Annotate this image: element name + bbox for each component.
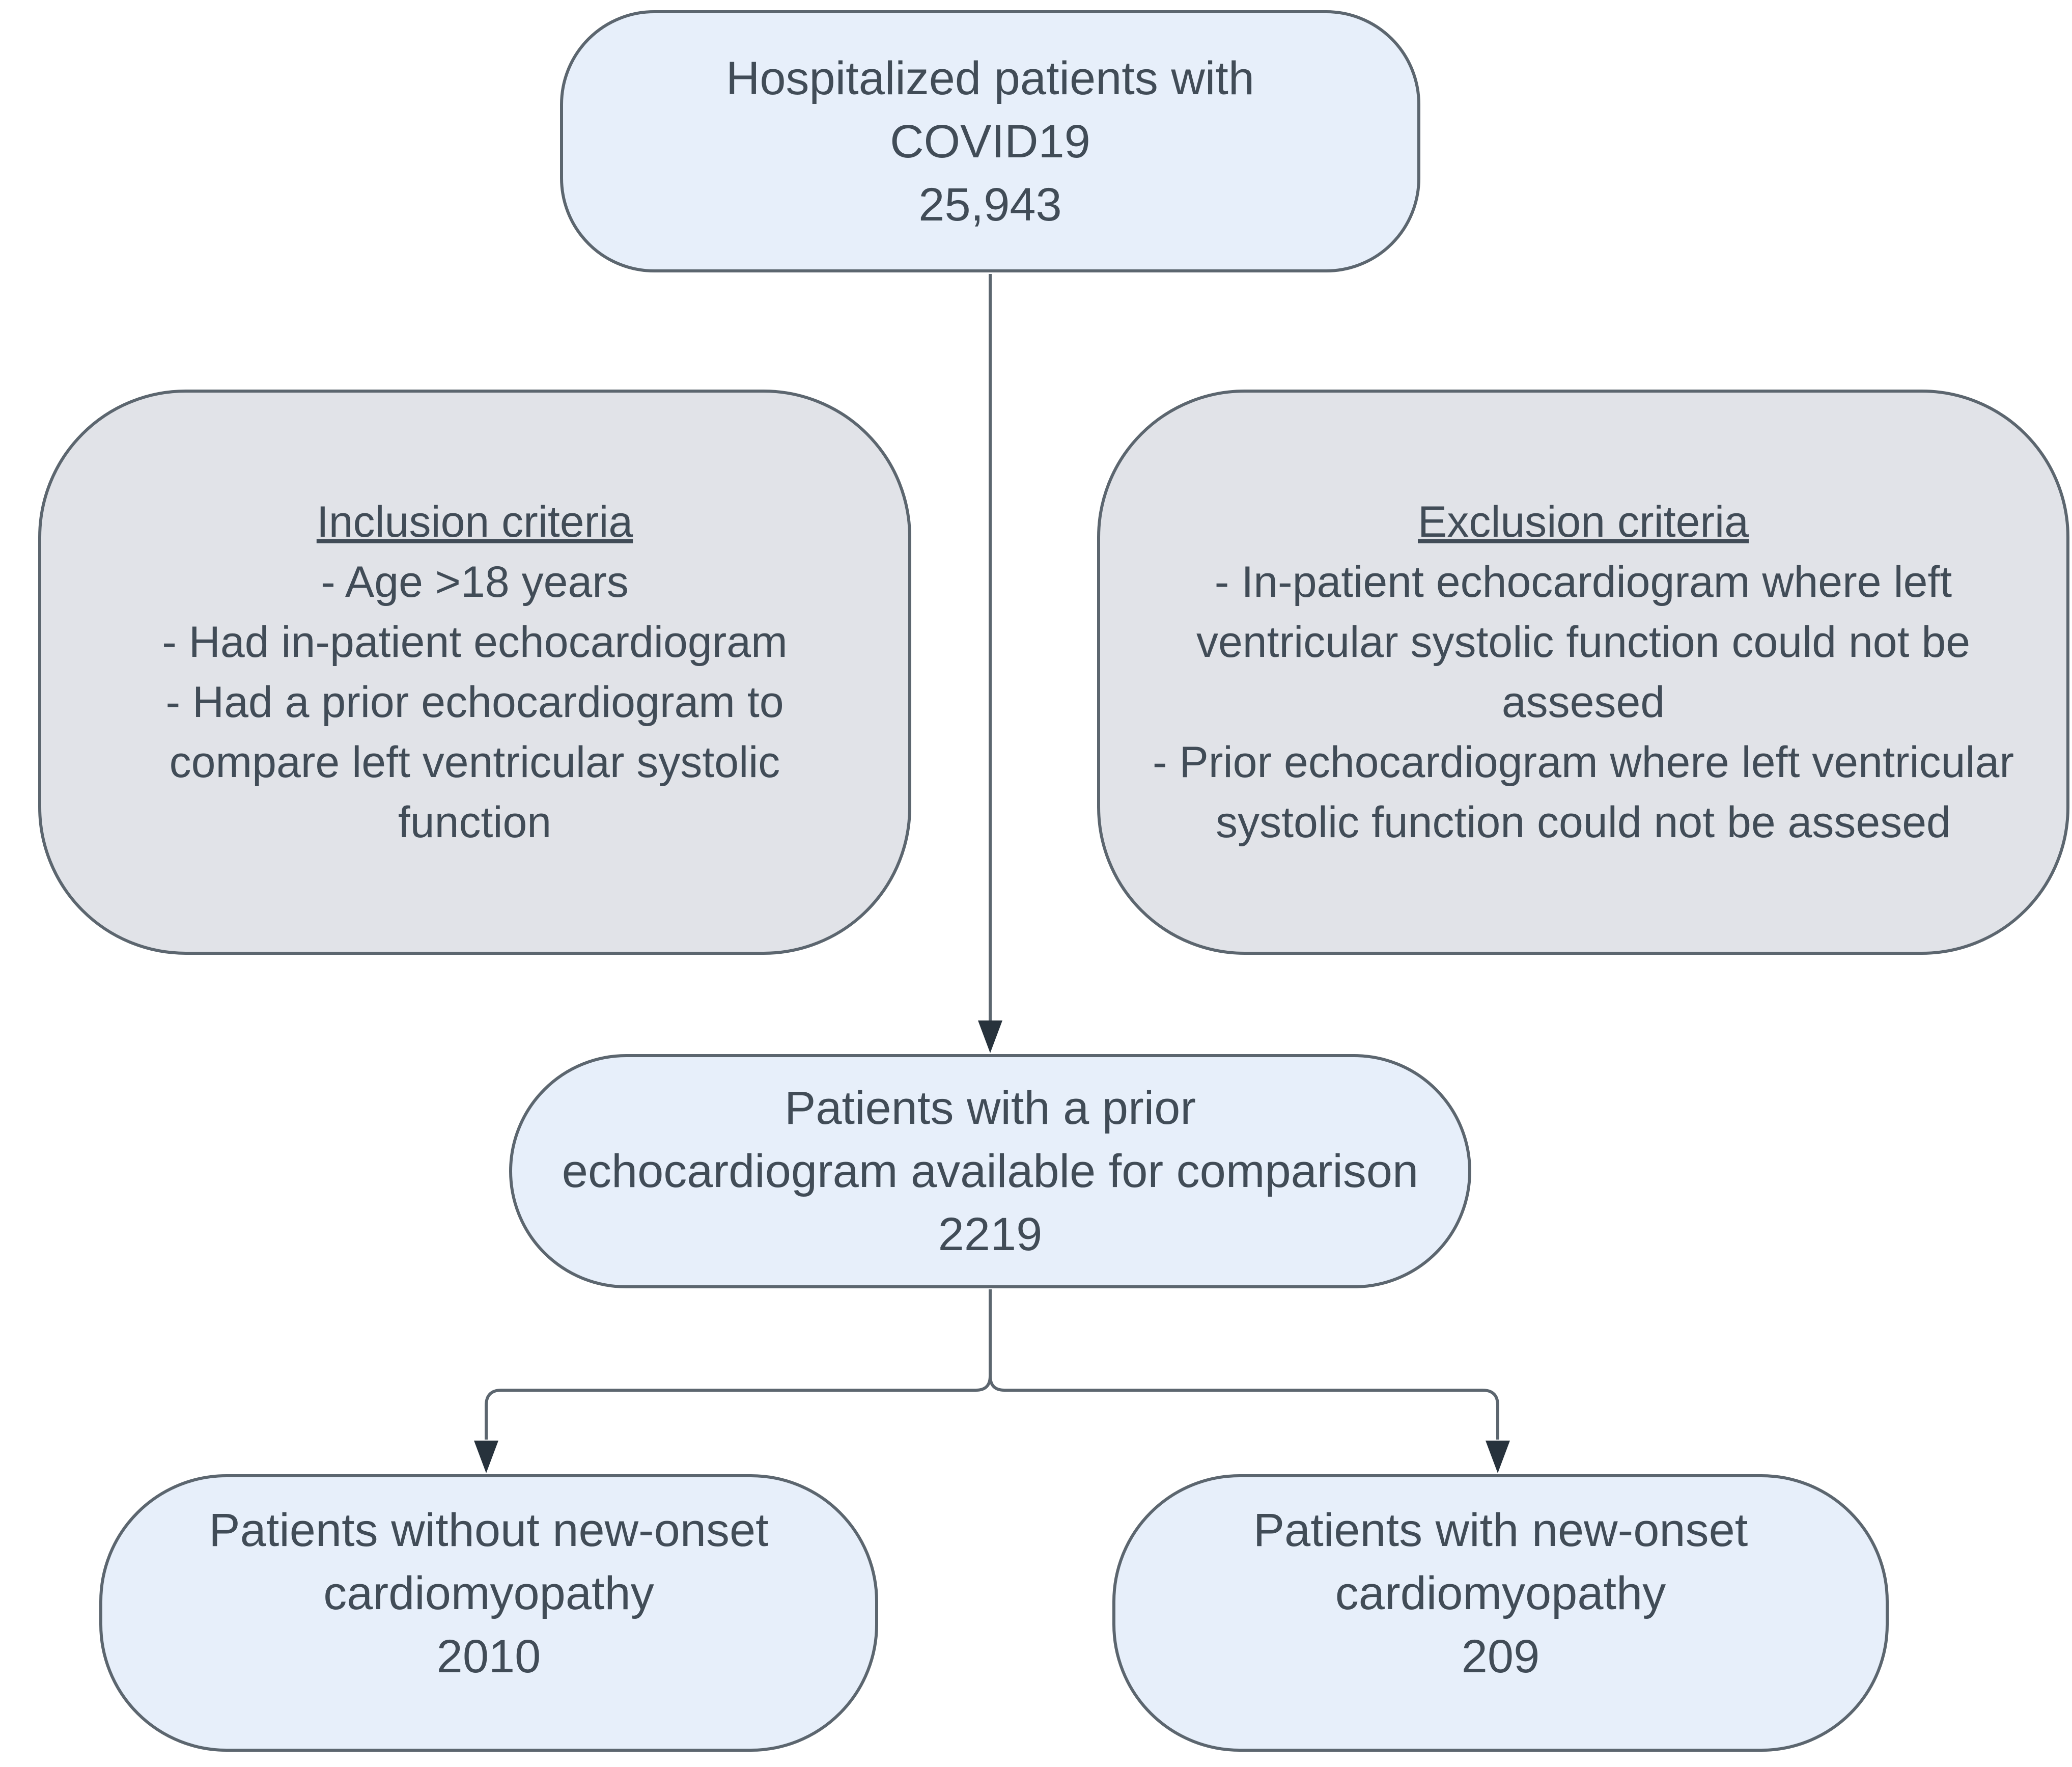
node-line: function	[398, 798, 552, 847]
node-with-new-onset-cardiomyopathy: Patients with new-onset cardiomyopathy 2…	[1112, 1474, 1889, 1752]
node-line: ventricular systolic function could not …	[1196, 618, 1971, 667]
node-inclusion-criteria: Inclusion criteria - Age >18 years - Had…	[38, 390, 911, 955]
node-count: 25,943	[918, 178, 1062, 231]
node-line: Patients with new-onset	[1253, 1504, 1748, 1556]
inclusion-criteria-title: Inclusion criteria	[316, 498, 633, 546]
node-count: 2219	[938, 1208, 1043, 1260]
exclusion-criteria-title: Exclusion criteria	[1418, 498, 1749, 546]
node-count: 209	[1461, 1631, 1540, 1682]
node-line: cardiomyopathy	[323, 1567, 654, 1619]
node-line: - Prior echocardiogram where left ventri…	[1153, 738, 2014, 787]
arrowhead-middle-icon	[978, 1020, 1002, 1053]
connector-branch-right	[989, 1289, 1499, 1440]
node-line: Patients with a prior	[785, 1082, 1196, 1134]
node-line: echocardiogram available for comparison	[562, 1145, 1419, 1197]
node-line: - Had a prior echocardiogram to	[165, 678, 784, 727]
arrowhead-bottom-left-icon	[474, 1441, 498, 1473]
node-line: Hospitalized patients with	[725, 52, 1255, 104]
node-without-new-onset-cardiomyopathy: Patients without new-onset cardiomyopath…	[99, 1474, 878, 1752]
node-exclusion-criteria: Exclusion criteria - In-patient echocard…	[1097, 390, 2069, 955]
node-line: assesed	[1501, 678, 1665, 727]
node-line: - In-patient echocardiogram where left	[1214, 558, 1952, 606]
node-prior-echocardiogram: Patients with a prior echocardiogram ava…	[509, 1054, 1471, 1288]
arrowhead-bottom-right-icon	[1486, 1441, 1510, 1473]
node-hospitalized-covid19: Hospitalized patients with COVID19 25,94…	[560, 10, 1420, 272]
node-line: systolic function could not be assesed	[1216, 798, 1951, 847]
node-line: compare left ventricular systolic	[169, 738, 780, 787]
node-line: - Age >18 years	[321, 558, 629, 606]
node-line: - Had in-patient echocardiogram	[162, 618, 788, 667]
node-count: 2010	[436, 1631, 541, 1682]
node-line: COVID19	[890, 115, 1090, 168]
node-line: Patients without new-onset	[209, 1504, 769, 1556]
connector-branch-left	[485, 1289, 992, 1440]
node-line: cardiomyopathy	[1335, 1567, 1666, 1619]
